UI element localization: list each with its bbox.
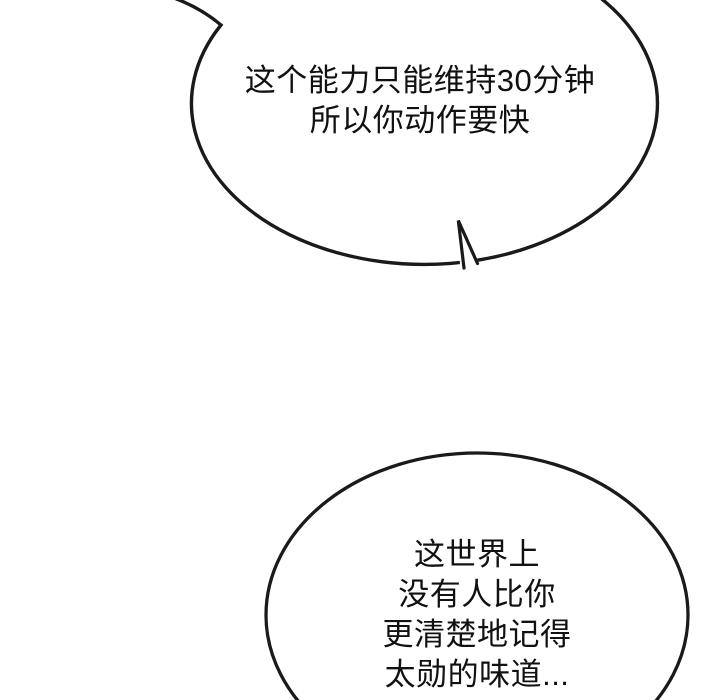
dialogue-bottom-line-4: 太勋的味道... [384,657,570,692]
speech-bubble-bottom-outline [264,451,690,700]
dialogue-bottom-line-2: 没有人比你 [398,577,556,612]
dialogue-top: 这个能力只能维持30分钟 所以你动作要快 [120,61,720,141]
dialogue-top-line-1: 这个能力只能维持30分钟 [244,63,596,98]
dialogue-top-line-2: 所以你动作要快 [309,103,531,138]
speech-bubble-top-outline [174,0,660,267]
dialogue-bottom-line-1: 这世界上 [414,537,540,572]
dialogue-bottom: 这世界上 没有人比你 更清楚地记得 太勋的味道... [177,535,720,695]
speech-bubble-top-tail-icon [456,219,480,270]
dialogue-bottom-line-3: 更清楚地记得 [382,617,572,652]
